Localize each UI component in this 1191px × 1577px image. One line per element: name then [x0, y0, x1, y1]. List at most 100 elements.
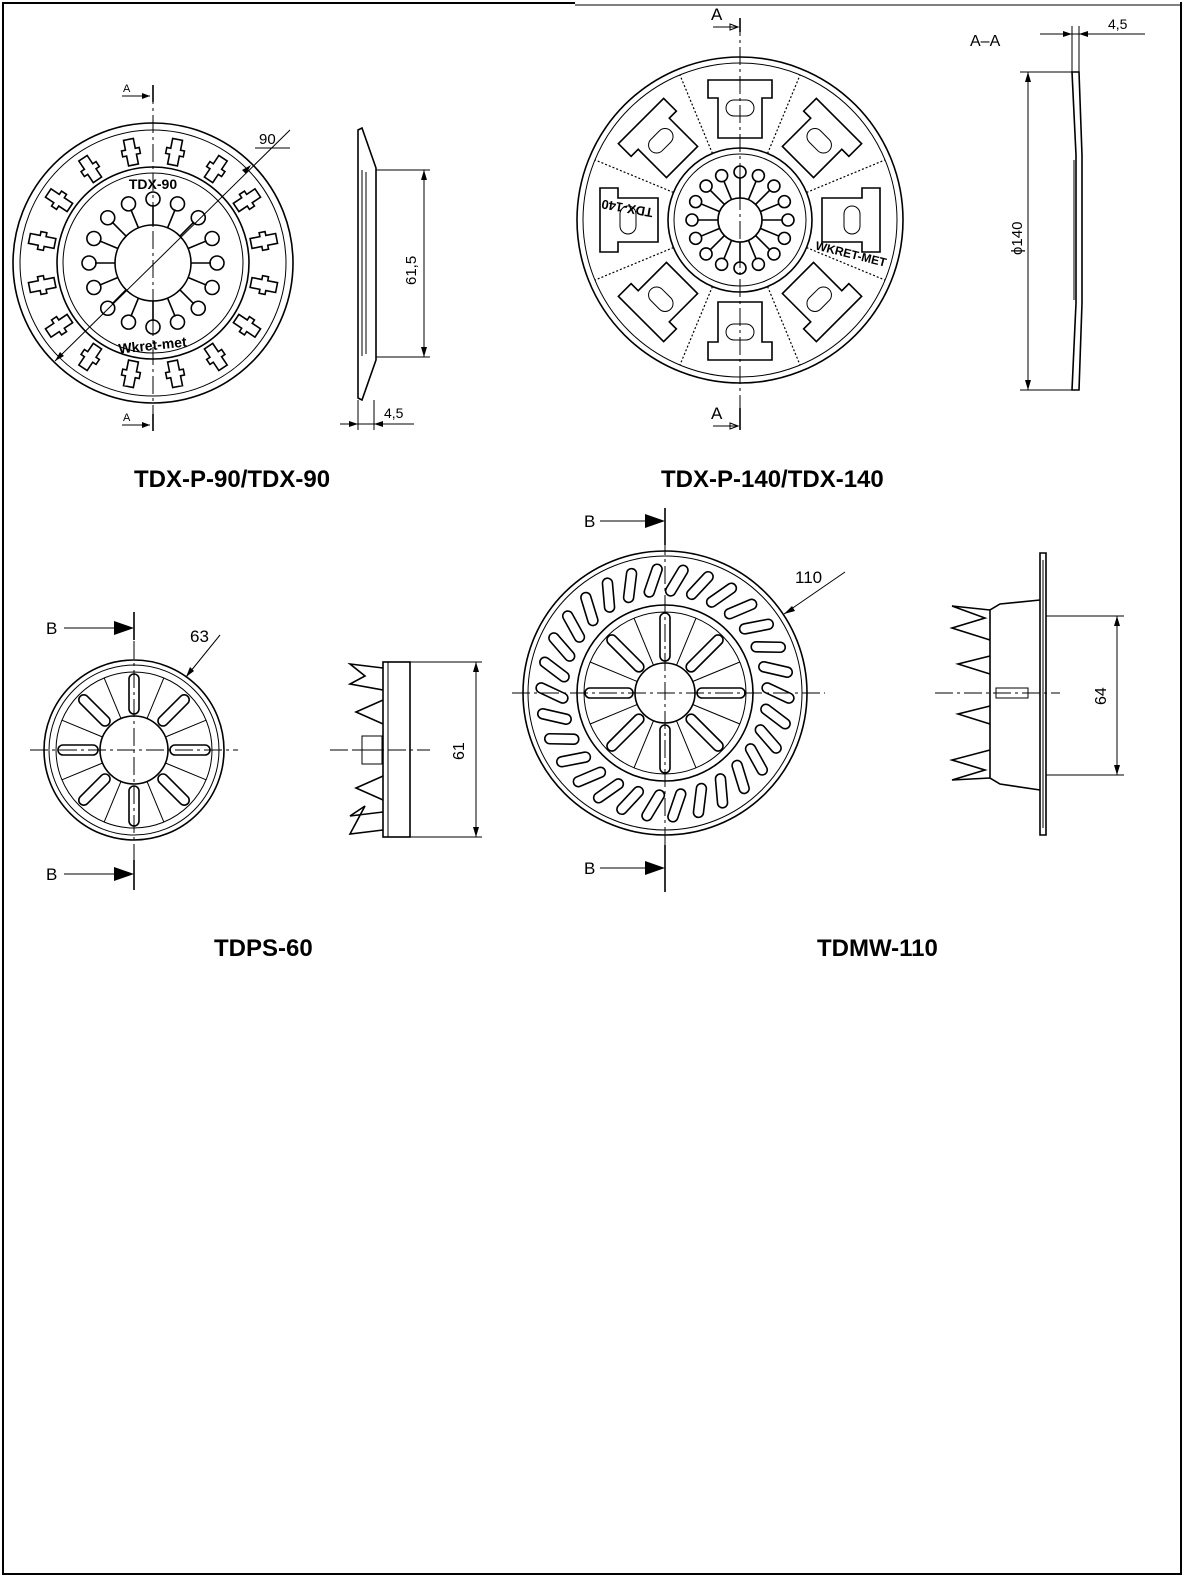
tdmw110-vane — [580, 591, 599, 627]
tdmw110-vane — [760, 703, 791, 730]
tdmw110-divider — [633, 617, 654, 666]
tdx90-petal-stem — [187, 240, 207, 250]
tdx90-petal-head — [86, 230, 102, 247]
tdmw110-front-view: B B 110 — [512, 508, 846, 892]
tdx90-petal-head — [169, 196, 186, 212]
tdmw110-vane — [556, 751, 592, 768]
tdx140-section-mark-top: A — [711, 5, 723, 24]
tdps60-side-view: 61 — [330, 661, 482, 838]
tdx140-petal-head — [777, 194, 792, 209]
tdmw110-vane — [572, 766, 607, 788]
tdmw110-vane — [667, 788, 687, 823]
tdx140-cell-slot — [648, 286, 674, 312]
tdx90-ring-slot — [249, 230, 279, 252]
tdmw110-vane — [622, 567, 638, 604]
tdx90-ring-slot — [203, 342, 229, 372]
tdx140-emboss-right: WKRET-MET — [814, 239, 889, 270]
tdps60-spoke — [157, 773, 191, 807]
tdx140-cell — [781, 261, 863, 343]
tdx90-petal-stem — [166, 297, 176, 317]
tdx140-petal-stem — [709, 234, 726, 251]
tdmw110-divider — [692, 661, 741, 682]
tdx140-petal-stem — [700, 203, 720, 213]
tdx140-emboss-left: TDX-140 — [600, 197, 654, 221]
tdmw110-vane — [535, 682, 569, 704]
tdps60-spoke — [157, 693, 191, 727]
tdmw110-height-dim: 64 — [1093, 687, 1110, 705]
tdx90-petal-head — [81, 255, 97, 271]
tdx90-petal-head — [86, 279, 102, 296]
tdx140-section-view: A–A ϕ140 4,5 — [970, 16, 1145, 391]
tdx90-petal-stem — [179, 221, 195, 237]
tdx90-ring-slot — [77, 154, 103, 184]
tdx140-petal-head — [699, 179, 713, 193]
tdx90-petal-head — [190, 300, 207, 317]
tdmw110-vane — [731, 759, 750, 795]
tdx90-ring-slot — [77, 342, 103, 372]
tdx140-petal-stem — [747, 180, 757, 200]
tdmw110-spoke — [606, 634, 645, 673]
tdx90-ring-slot — [27, 230, 57, 252]
tdx140-cell-slot — [806, 286, 832, 312]
tdmw110-diameter-dim: 110 — [795, 568, 822, 587]
tdx90-section-mark-bottom: A — [123, 412, 131, 424]
tdx90-petal-stem — [166, 209, 176, 229]
tdx90-ring-slot — [164, 359, 186, 389]
tdx90-ring-slot — [120, 359, 142, 389]
tdmw110-divider — [676, 720, 697, 769]
tdmw110-vane — [744, 743, 769, 776]
tdx140-petal-head — [767, 179, 781, 193]
tdx140-cell-slot — [843, 205, 861, 235]
tdmw110-divider — [692, 704, 741, 725]
tdx140-petal-head — [777, 231, 792, 246]
tdx90-thickness-dim: 4,5 — [384, 405, 404, 421]
tdx90-petal-head — [169, 314, 186, 330]
tdx140-petal-head — [699, 247, 713, 261]
tdx90-emboss-top: TDX-90 — [129, 176, 177, 192]
tdx90-petal-head — [190, 209, 207, 226]
tdmw110-side-view: 64 — [935, 552, 1124, 836]
tdx140-cell — [707, 79, 773, 139]
tdx140-petal-head — [688, 194, 703, 209]
tdx90-petal-stem — [179, 289, 195, 305]
tdx90-ring-slot — [203, 154, 229, 184]
tdx90-ring-slot — [164, 137, 186, 167]
tdx140-diameter-dim: ϕ140 — [1009, 222, 1026, 255]
tdmw110-vane — [548, 632, 576, 662]
tdps60-height-dim: 61 — [451, 742, 468, 760]
tdx140-petal-stem — [723, 240, 733, 260]
tdx140-cell-slot — [806, 128, 832, 154]
tdmw110-vane — [601, 577, 616, 613]
tdmw110-spoke — [606, 713, 645, 752]
tdx90-section-mark-top: A — [123, 83, 131, 95]
tdmw110-vane — [750, 641, 787, 654]
tdps60-spoke — [77, 693, 111, 727]
tdx140-petal-stem — [700, 227, 720, 237]
tdx140-petal-stem — [747, 240, 757, 260]
tdx140-petal-head — [688, 231, 703, 246]
tdmw110-divider — [633, 720, 654, 769]
tdps60-section-mark-bottom: B — [46, 865, 57, 884]
tdx90-inner-dim: 61,5 — [403, 256, 420, 285]
tdmw110-vane — [539, 656, 570, 683]
tdx90-emboss-bottom: Wkret-met — [118, 333, 188, 356]
tdx90-petal-stem — [187, 276, 207, 286]
tdps60-divider — [146, 677, 165, 719]
tdmw110-vane — [592, 778, 625, 804]
tdx140-petal-head — [714, 257, 729, 272]
tdx140-cell — [617, 261, 699, 343]
tdx90-ring-slot — [232, 313, 262, 339]
tdx140-cell — [617, 97, 699, 179]
tdmw110-section-mark-bottom: B — [584, 859, 595, 878]
tdps60-divider — [165, 762, 207, 781]
tdx90-petal-head — [99, 300, 116, 317]
tdps60-divider — [61, 719, 103, 738]
tdx140-cell — [707, 301, 773, 361]
tdmw110-vane — [754, 724, 782, 754]
tdx140-petal-head — [767, 247, 781, 261]
tdx90-diameter-dim: 90 — [259, 131, 276, 148]
tdx90-petal-head — [99, 209, 116, 226]
tdmw110-vane — [543, 732, 580, 745]
tdx140-petal-stem — [754, 234, 771, 251]
tdx90-petal-stem — [99, 276, 119, 286]
